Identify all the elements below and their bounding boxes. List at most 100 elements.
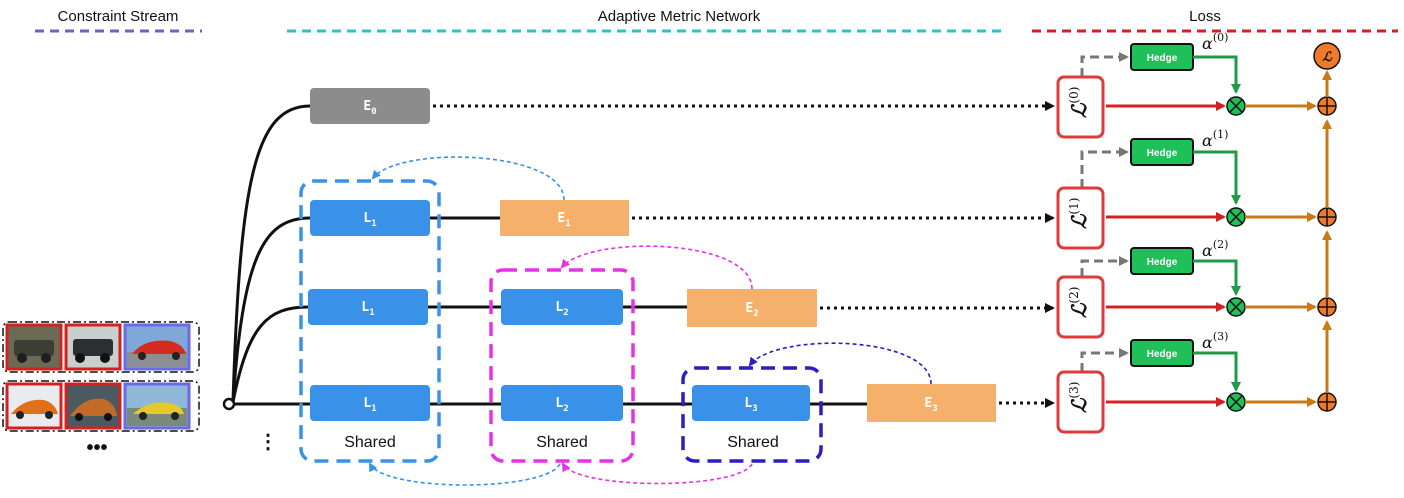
feedback-arrow-e1 [371,156,565,201]
svg-text:ℒ(0): ℒ(0) [1067,87,1091,118]
layer-block-l1-row2: L1 [308,289,428,325]
layer-sub: 1 [371,219,376,229]
green-weight-arrow [1193,150,1241,205]
embedding-sub: 3 [932,404,937,414]
car-image-icon [123,382,191,430]
layer-letter: L [744,396,752,411]
embedding-block-e2: E2 [687,289,817,327]
layer-letter: L [363,211,371,226]
car-image-icon [64,323,122,371]
loss-row-2: ℒ(2) Hedge α(2) [1056,238,1337,339]
green-weight-arrow [1193,55,1241,94]
branch-line-1 [231,216,311,403]
feedback-arrow-e2 [560,245,753,290]
header-constraint-stream: Constraint Stream [58,8,179,25]
total-loss-symbol: ℒ [1322,50,1332,65]
embedding-block-e0: E0 [310,88,430,124]
layer-letter: L [555,396,563,411]
multiply-node-1 [1226,207,1246,227]
embedding-sub: 0 [371,107,376,117]
gray-dashed-arrow [1080,348,1129,372]
triplet-group-2 [2,380,200,432]
branch-line-0 [231,104,311,403]
shared-label-l2: Shared [536,434,588,451]
layer-block-l1-row3: L1 [310,385,430,421]
svg-text:α(1): α(1) [1202,128,1228,150]
hedge-label-1: Hedge [1147,148,1178,159]
car-image-icon [123,323,191,371]
shared-group-l2 [489,268,635,463]
svg-text:E0: E0 [363,99,376,117]
car-image-icon [5,323,63,371]
gray-dashed-arrow [1080,52,1129,77]
feedback-arrow-e3 [748,342,932,385]
embedding-sub: 1 [565,219,570,229]
header-adaptive-metric-network: Adaptive Metric Network [598,8,761,25]
layer-letter: L [555,300,563,315]
alpha-3: α [1202,333,1213,352]
loss-row-1: ℒ(1) Hedge α(1) [1056,128,1337,250]
svg-text:L1: L1 [363,211,376,229]
svg-text:E3: E3 [924,396,937,414]
layer-sub: 3 [752,404,757,414]
multiply-node-0 [1226,96,1246,116]
shared-label-l3: Shared [727,434,779,451]
shared-group-l3 [681,366,823,463]
more-triplets-ellipsis: ••• [86,437,107,459]
layer-block-l3-row3: L3 [692,385,810,421]
sum-node-0 [1317,96,1337,116]
sum-node-1 [1317,207,1337,227]
layer-letter: L [363,396,371,411]
alpha-0: α [1202,34,1213,53]
feedback-arrow-shared-l2 [561,462,753,485]
car-image-icon [5,382,63,430]
embedding-block-e1: E1 [500,200,629,236]
branch-line-2 [231,305,309,403]
svg-text:α(2): α(2) [1202,238,1228,260]
triplet-group-1 [2,321,200,373]
multiply-node-2 [1226,297,1246,317]
svg-text:L1: L1 [363,396,376,414]
embedding-letter: E [363,99,371,114]
layer-sub: 2 [563,308,568,318]
svg-text:L1: L1 [361,300,374,318]
svg-text:ℒ(3): ℒ(3) [1067,382,1091,413]
loss-row-3: ℒ(3) Hedge α(3) [1056,330,1337,434]
alpha-1: α [1202,131,1213,150]
gray-dashed-arrow [1080,256,1129,277]
svg-text:E2: E2 [745,301,758,319]
car-image-icon [64,382,122,430]
loss-box-0 [1056,75,1105,139]
total-loss-node: ℒ [1313,42,1341,70]
header-loss: Loss [1189,8,1221,25]
hedge-label-0: Hedge [1147,53,1178,64]
shared-group-l1 [299,179,441,463]
svg-text:α(0): α(0) [1202,31,1228,53]
svg-text:L2: L2 [555,300,568,318]
layer-sub: 1 [371,404,376,414]
embedding-letter: E [924,396,932,411]
svg-text:L2: L2 [555,396,568,414]
layer-block-l1-row1: L1 [310,200,430,236]
hedge-label-3: Hedge [1147,349,1178,360]
layer-letter: L [361,300,369,315]
feedback-arrow-shared-l1 [369,462,561,486]
embedding-letter: E [745,301,753,316]
alpha-2: α [1202,241,1213,260]
shared-label-l1: Shared [344,434,396,451]
loss-box-1 [1056,186,1105,250]
embedding-sub: 2 [753,309,758,319]
layer-block-l2-row2: L2 [501,289,623,325]
svg-text:ℒ(2): ℒ(2) [1067,287,1091,318]
embedding-block-e3: E3 [867,384,996,422]
layer-sub: 2 [563,404,568,414]
sum-node-2 [1317,297,1337,317]
svg-text:α(3): α(3) [1202,330,1228,352]
multiply-node-3 [1226,392,1246,412]
layer-sub: 1 [369,308,374,318]
layer-block-l2-row3: L2 [501,385,623,421]
sum-node-3 [1317,392,1337,412]
svg-text:L3: L3 [744,396,757,414]
green-weight-arrow [1193,259,1241,296]
